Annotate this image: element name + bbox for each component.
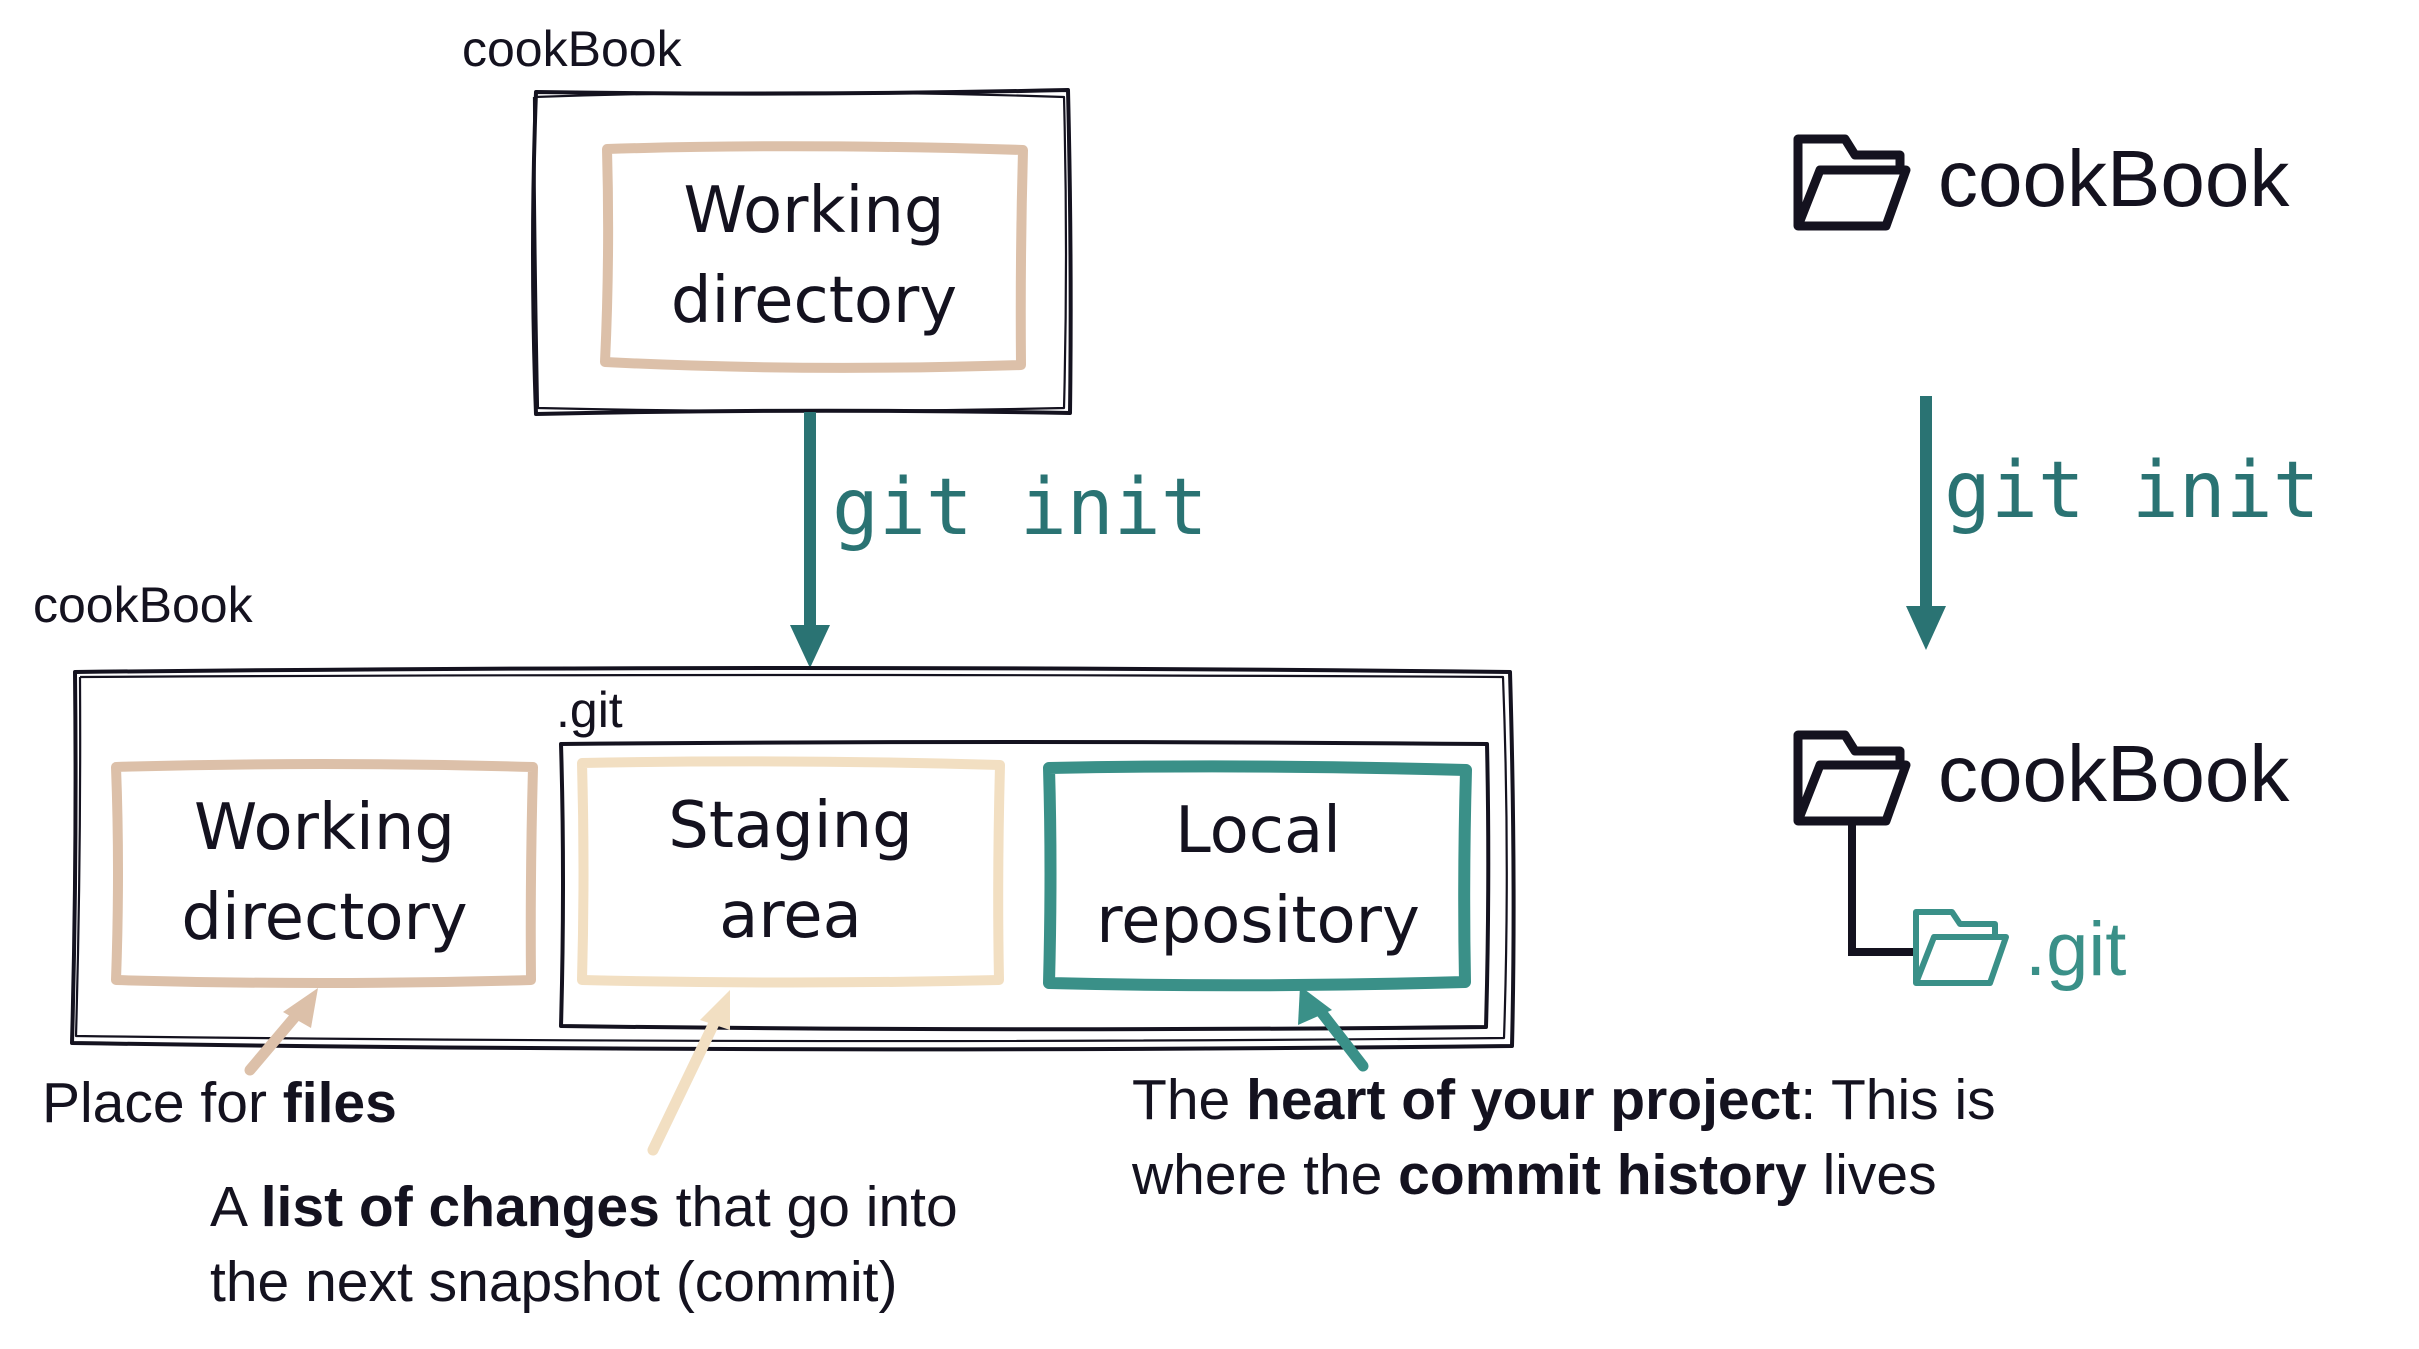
local-repository-label: Local repository [1057, 775, 1459, 978]
staging-area-label: Staging area [588, 770, 993, 973]
staging-note-pre: A [210, 1175, 261, 1239]
folder-open-icon [1793, 134, 1911, 231]
git-folder-label: .git [556, 682, 623, 738]
top-working-line2: directory [670, 264, 958, 338]
repo-note-line2: where the commit history lives [1132, 1138, 1996, 1213]
bottom-working-directory-label: Working directory [122, 772, 527, 975]
repo-note-mid: : This is [1800, 1068, 1996, 1132]
repo-note-bold1: heart of your project [1246, 1068, 1801, 1132]
top-cookbook-box [531, 88, 1073, 416]
top-working-directory-label: Working directory [612, 155, 1016, 359]
top-working-directory-box [600, 141, 1028, 373]
bottom-folder-label: cookBook [33, 577, 253, 633]
folder-open-icon [1793, 730, 1911, 826]
staging-area-pointer-arrow [647, 990, 730, 1156]
top-folder-label: cookBook [462, 21, 682, 77]
top-git-init-command: git init [832, 463, 1208, 553]
staging-line2: area [719, 878, 862, 953]
bottom-cookbook-box [70, 666, 1516, 1052]
repo-note-line2-pre: where the [1132, 1143, 1399, 1208]
folder-open-icon [1913, 909, 2009, 986]
top-git-init-arrow [790, 412, 830, 668]
staging-note: A list of changes that go into the next … [210, 1170, 958, 1320]
top-working-line1: Working [683, 174, 945, 249]
staging-note-line2: the next snapshot (commit) [210, 1250, 898, 1315]
staging-line1: Staging [668, 788, 913, 863]
staging-note-line1: A list of changes that go into [210, 1170, 958, 1245]
right-git-init-arrow [1906, 396, 1946, 650]
files-note-text: Place for [42, 1071, 283, 1135]
staging-area-box [577, 756, 1005, 988]
right-folder-label-after: cookBook [1938, 729, 2290, 818]
local-repository-box [1043, 760, 1472, 992]
repo-note-line1: The heart of your project: This is [1132, 1063, 1996, 1138]
git-folder-box [559, 740, 1491, 1032]
staging-note-bold: list of changes [260, 1175, 660, 1239]
repo-line1: Local [1175, 793, 1341, 868]
right-git-init-command: git init [1944, 446, 2320, 536]
bottom-working-directory-box [111, 759, 538, 988]
repo-line2: repository [1096, 883, 1420, 958]
repo-note-pre: The [1132, 1068, 1247, 1132]
bottom-working-line1: Working [193, 790, 456, 865]
right-folder-label: cookBook [1938, 134, 2290, 223]
working-directory-pointer-arrow [244, 988, 318, 1076]
repo-note-line2-post: lives [1806, 1143, 1937, 1208]
repository-note: The heart of your project: This is where… [1132, 1063, 1996, 1213]
files-note: Place for files [42, 1066, 397, 1141]
tree-connector-line [1848, 823, 1918, 956]
repo-note-bold2: commit history [1398, 1143, 1807, 1208]
bottom-working-line2: directory [181, 880, 468, 955]
right-git-folder-label: .git [2025, 907, 2127, 992]
local-repository-pointer-arrow [1298, 986, 1369, 1072]
staging-note-post: that go into [659, 1175, 958, 1239]
files-note-bold: files [282, 1071, 397, 1135]
